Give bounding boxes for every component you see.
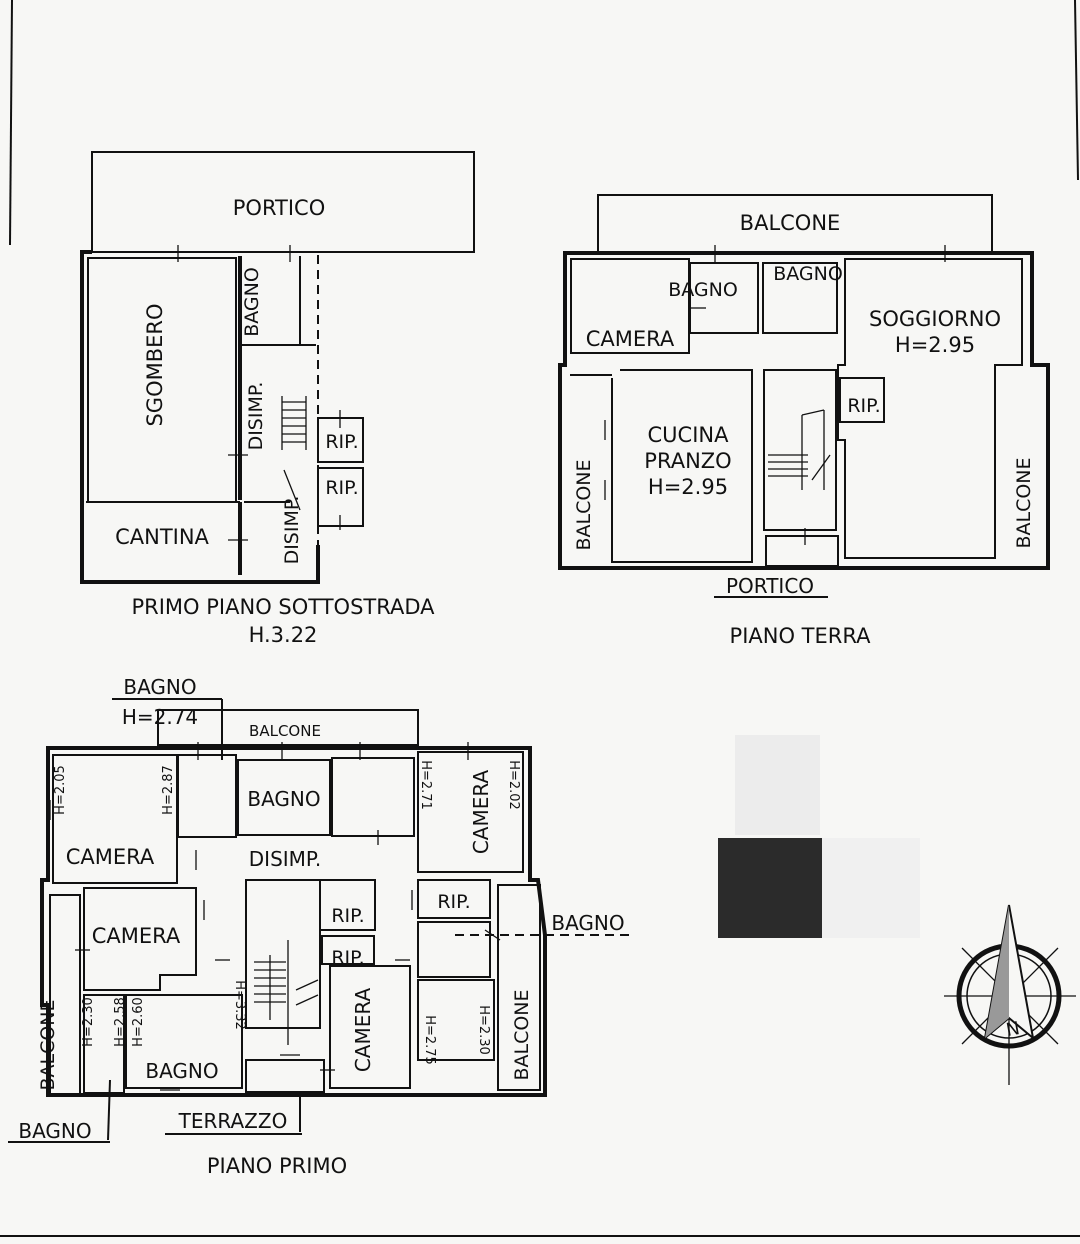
- first-terrazzo-label: TERRAZZO: [178, 1109, 288, 1133]
- ground-soggiorno-label: SOGGIORNO: [869, 307, 1001, 331]
- first-rip-center-1-label: RIP.: [331, 905, 364, 927]
- first-bagno-bottom-label: BAGNO: [145, 1059, 218, 1083]
- first-bagno-top-label: BAGNO: [247, 787, 320, 811]
- first-camera-top-right-label: CAMERA: [469, 770, 493, 855]
- basement-portico-label: PORTICO: [233, 196, 325, 220]
- basement-sgombero-label: SGOMBERO: [143, 303, 167, 426]
- first-disimp-label: DISIMP.: [249, 847, 321, 871]
- ground-balcone-left-label: BALCONE: [573, 459, 595, 550]
- basement-disimp-lower-label: DISIMP.: [281, 496, 303, 565]
- basement-rip-lower-label: RIP.: [325, 477, 358, 499]
- ground-camera-label: CAMERA: [586, 327, 675, 351]
- first-plan-title: PIANO PRIMO: [207, 1154, 347, 1178]
- ground-balcone-right-label: BALCONE: [1013, 457, 1035, 548]
- first-rip-center-2-label: RIP.: [331, 947, 364, 969]
- ground-portico-label: PORTICO: [726, 574, 814, 598]
- first-balcone-top-label: BALCONE: [249, 722, 321, 740]
- basement-plan-title: PRIMO PIANO SOTTOSTRADA: [131, 595, 435, 619]
- first-h287-label: H=2.87: [161, 765, 176, 815]
- first-bagno-bottom-callout-label: BAGNO: [18, 1119, 91, 1143]
- redacted-area: [718, 735, 920, 938]
- north-compass-icon: N: [944, 904, 1076, 1085]
- ground-rip-label: RIP.: [847, 395, 880, 417]
- ground-bagno-left-label: BAGNO: [668, 279, 738, 301]
- ground-plan-title: PIANO TERRA: [730, 624, 872, 648]
- basement-plan: PORTICO SGOMBERO BAGNO DISIMP. DISIMP. R…: [80, 151, 475, 647]
- first-h230-left-label: H=2.30: [81, 997, 96, 1047]
- first-bagno-callout-label: BAGNO: [123, 675, 196, 699]
- first-balcone-right-label: BALCONE: [511, 989, 533, 1080]
- north-letter: N: [1004, 1018, 1021, 1041]
- basement-bagno-label: BAGNO: [241, 267, 263, 337]
- first-camera-top-left-label: CAMERA: [66, 845, 155, 869]
- first-h258-label: H=2.58: [113, 997, 128, 1047]
- first-camera-bottom-label: CAMERA: [351, 988, 375, 1073]
- first-h205-label: H=2.05: [53, 765, 68, 815]
- ground-floor-plan: BALCONE BAGNO BAGNO CAMERA SOGGIORNO H=2…: [558, 194, 1050, 648]
- basement-rip-upper-label: RIP.: [325, 431, 358, 453]
- first-h271-label: H=2.71: [418, 760, 433, 810]
- first-bagno-right-callout-label: BAGNO: [551, 911, 624, 935]
- first-floor-plan: BAGNO H=2.74 BALCONE: [8, 675, 632, 1178]
- first-h202-label: H=2.02: [506, 760, 521, 810]
- ground-pranzo-label: PRANZO: [644, 449, 731, 473]
- first-h332-label: H=3.32: [232, 980, 247, 1030]
- first-h230-right-label: H=2.30: [476, 1005, 491, 1055]
- ground-cucina-label: CUCINA: [648, 423, 730, 447]
- basement-disimp-upper-label: DISIMP.: [245, 382, 267, 451]
- first-h260-label: H=2.60: [131, 997, 146, 1047]
- ground-soggiorno-height: H=2.95: [895, 333, 975, 357]
- first-rip-right-label: RIP.: [437, 891, 470, 913]
- first-camera-mid-left-label: CAMERA: [92, 924, 181, 948]
- first-h275-label: H=2.75: [422, 1015, 437, 1065]
- basement-plan-height: H.3.22: [249, 623, 318, 647]
- basement-cantina-label: CANTINA: [115, 525, 209, 549]
- first-bagno-callout-height: H=2.74: [122, 705, 198, 729]
- ground-bagno-right-label: BAGNO: [773, 263, 843, 285]
- ground-balcone-top-label: BALCONE: [740, 211, 841, 235]
- ground-cucina-height: H=2.95: [648, 475, 728, 499]
- first-balcone-left-label: BALCONE: [37, 999, 59, 1090]
